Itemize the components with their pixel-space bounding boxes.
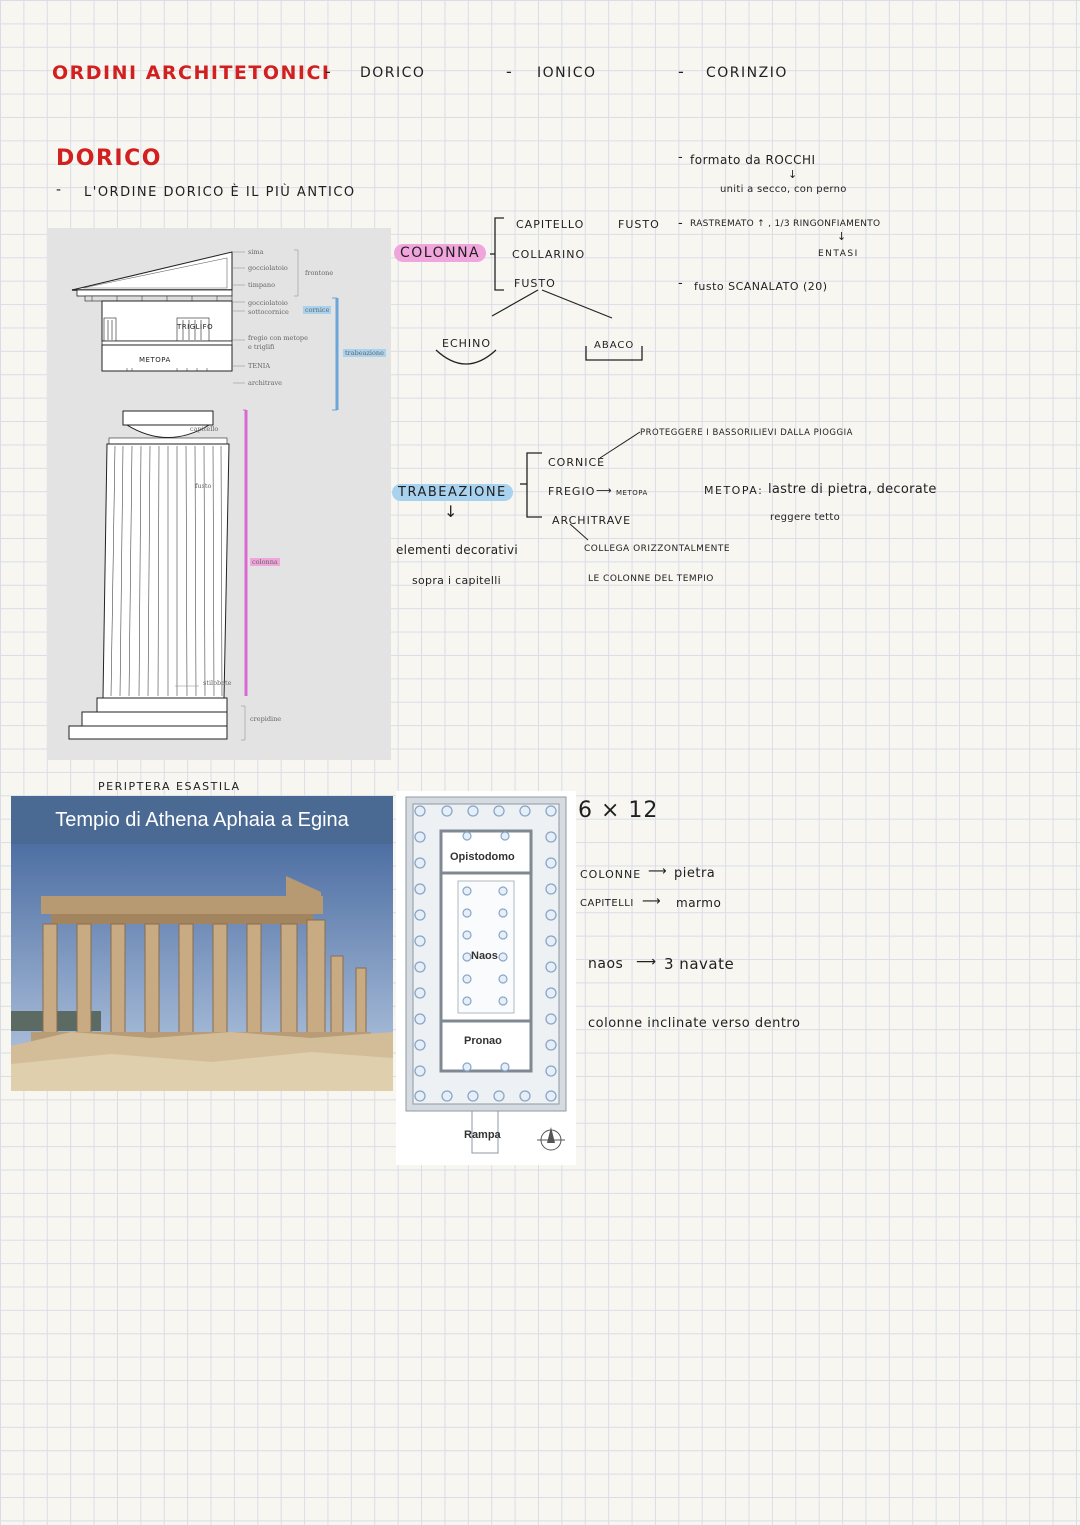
cornice-note: PROTEGGERE I BASSORILIEVI DALLA PIOGGIA [640,428,853,438]
trabeazione-part-cornice: CORNICE [548,456,606,469]
metopa-def-1: lastre di pietra, decorate [768,482,937,497]
plan-label-pronao: Pronao [464,1035,502,1047]
label-frontone: frontone [305,269,334,277]
capitello-branches [435,289,643,365]
doric-column-drawing [68,249,339,741]
fusto-entasi: ENTASI [818,249,859,259]
doric-column-diagram: sima gocciolatoio timpano frontone gocci… [47,228,391,760]
label-trabeazione: trabeazione [343,349,386,357]
fusto-rastremato: RASTREMATO ↑ , 1/3 RINGONFIAMENTO [690,219,881,229]
plan-label-opistodomo: Opistodomo [450,851,515,863]
architrave-note-2: LE COLONNE DEL TEMPIO [588,574,714,584]
temple-naos-arrow: ⟶ [636,954,658,970]
metopa-def-label: METOPA: [704,484,764,497]
temple-plan-drawing [405,796,567,1154]
trabeazione-part-architrave: ARCHITRAVE [552,514,632,527]
label-fusto: fusto [195,482,212,490]
fregio-metopa: METOPA [616,489,648,497]
trabeazione-arrow: ↓ [444,502,459,521]
temple-inclinate: colonne inclinate verso dentro [588,1016,801,1031]
label-sottocornice: sottocornice [248,308,289,316]
label-colonna: colonna [250,558,280,566]
label-sima: sima [248,248,264,256]
label-fregio: fregio con metope [248,334,308,342]
intro-dash: - [56,182,63,198]
label-capitello: capitello [190,425,219,433]
colonna-label: COLONNA [394,244,487,262]
temple-capitelli-arrow: ⟶ [642,894,663,909]
label-cornice: cornice [303,306,332,314]
architrave-pointer [569,523,589,541]
label-gocciolatoio: gocciolatoio [248,264,288,272]
temple-caption: PERIPTERA ESASTILA [98,780,241,793]
temple-colonne-arrow: ⟶ [648,864,669,879]
temple-photo: Tempio di Athena Aphaia a Egina [11,796,393,1091]
label-architrave: architrave [248,379,283,387]
label-timpano: timpano [248,281,275,289]
plan-label-naos: Naos [471,950,498,962]
label-triglifi: e triglifi [248,343,275,351]
label-stilobate: stilobate [203,679,232,687]
fusto-dash-2: - [678,216,685,231]
header-dash: - [678,62,686,81]
trabeazione-label: TRABEAZIONE [392,484,513,501]
fusto-dash-3: - [678,276,685,291]
fusto-arrow-2: ↓ [837,230,848,243]
note-metopa: METOPA [139,356,171,364]
architrave-note-1: COLLEGA ORIZZONTALMENTE [584,544,731,554]
temple-grid: 6 × 12 [578,798,659,823]
temple-naos: naos [588,956,624,972]
fusto-dash-1: - [678,150,685,165]
trabeazione-desc-1: elementi decorativi [396,543,519,557]
temple-colonne-value: pietra [674,866,716,881]
header-order-corinzio: CORINZIO [706,65,788,81]
temple-naos-value: 3 navate [664,955,735,973]
colonna-bracket [490,217,504,291]
fusto-scanalato: fusto SCANALATO (20) [694,280,828,293]
page-title: ORDINI ARCHITETONICI [52,62,331,84]
label-gocciolatoio-2: gocciolatoio [248,299,288,307]
header-dash: - [506,62,514,81]
fregio-arrow: ⟶ [596,484,614,497]
temple-plan: Opistodomo Naos Pronao Rampa [396,791,576,1165]
fusto-label: FUSTO [618,218,660,231]
note-triglifo: TRIGLIFO [177,323,214,331]
temple-capitelli: CAPITELLI [580,898,634,909]
colonna-part-fusto: FUSTO [514,277,556,290]
temple-photo-scene [11,844,393,1091]
temple-colonne: COLONNE [580,868,642,881]
intro-text: L'ORDINE DORICO È IL PIÙ ANTICO [84,185,356,200]
header-order-ionico: IONICO [537,65,597,81]
header-dash: - [325,62,333,81]
capitello-echino: ECHINO [442,337,492,350]
temple-photo-title: Tempio di Athena Aphaia a Egina [11,796,393,844]
label-tenia: TENIA [248,362,271,370]
header-order-dorico: DORICO [360,65,426,81]
cornice-pointer [599,431,641,459]
plan-label-rampa: Rampa [464,1129,501,1141]
trabeazione-part-fregio: FREGIO [548,485,596,498]
fusto-rocchi: formato da ROCCHI [690,153,816,167]
trabeazione-desc-2: sopra i capitelli [412,574,501,587]
fusto-uniti: uniti a secco, con perno [720,184,847,195]
metopa-def-2: reggere tetto [770,512,841,523]
capitello-abaco: ABACO [594,340,635,351]
colonna-part-capitello: CAPITELLO [516,218,585,231]
section-title: DORICO [56,146,162,171]
label-crepidine: crepidine [250,715,282,723]
colonna-part-collarino: COLLARINO [512,248,586,261]
trabeazione-bracket [520,452,542,518]
fusto-arrow-1: ↓ [788,168,799,181]
temple-capitelli-value: marmo [676,896,722,910]
